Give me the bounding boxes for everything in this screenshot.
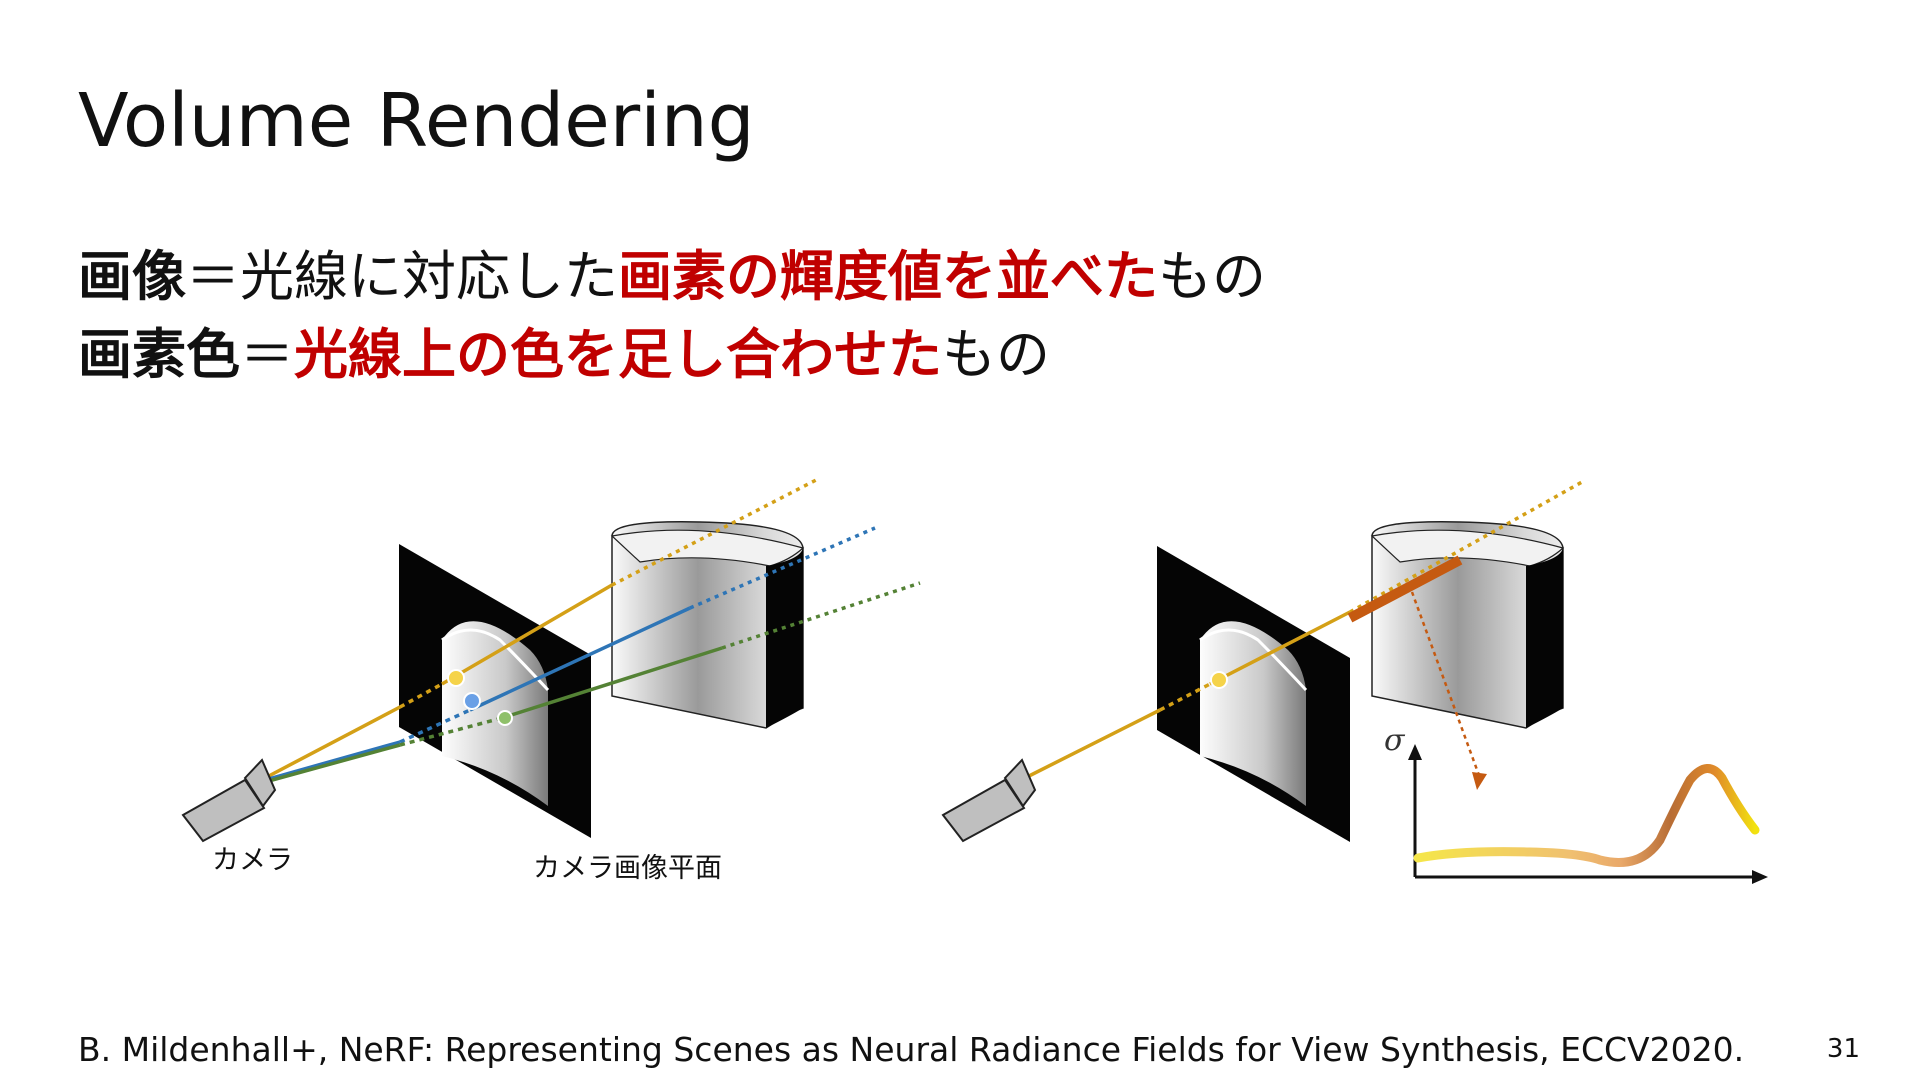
camera-icon-left	[181, 758, 277, 843]
caption-camera: カメラ	[212, 845, 293, 876]
pixel-dot-right	[1210, 671, 1228, 689]
statement-image: 画像＝光線に対応した画素の輝度値を並べたもの	[78, 232, 1266, 311]
statement-pixel-emphasis: 光線上の色を足し合わせた	[294, 323, 942, 386]
right-inner-cylinder	[1200, 621, 1306, 806]
right-scene: σ	[941, 480, 1768, 884]
statement-image-lead: 画像	[78, 245, 186, 308]
statement-pixel-equals: ＝	[240, 323, 294, 386]
graph-axis-label: σ	[1384, 723, 1406, 758]
pixel-dot-blue	[463, 692, 481, 710]
statement-image-equals: ＝	[186, 245, 240, 308]
left-rays	[264, 476, 921, 784]
caption-image-plane: カメラ画像平面	[533, 853, 722, 884]
statement-pixel-tail: もの	[942, 323, 1050, 386]
statement-pixel-color: 画素色＝光線上の色を足し合わせたもの	[78, 310, 1050, 389]
camera-icon-right	[941, 758, 1037, 843]
right-cylinder	[1370, 521, 1565, 729]
statement-pixel-lead: 画素色	[78, 323, 240, 386]
left-scene	[181, 476, 921, 843]
slide-title: Volume Rendering	[78, 78, 755, 164]
page-number: 31	[1826, 1034, 1860, 1064]
sample-segment	[1347, 555, 1463, 623]
sample-arrow	[1410, 591, 1487, 790]
pixel-dot-green	[497, 710, 513, 726]
density-curve	[1413, 764, 1760, 867]
left-cylinder	[610, 521, 805, 729]
citation: B. Mildenhall+, NeRF: Representing Scene…	[78, 1030, 1745, 1069]
pixel-dot-gold	[447, 669, 465, 687]
density-graph: σ	[1384, 723, 1768, 884]
statement-image-middle: 光線に対応した	[240, 245, 618, 308]
statement-image-emphasis: 画素の輝度値を並べた	[618, 245, 1158, 308]
statement-image-tail: もの	[1158, 245, 1266, 308]
